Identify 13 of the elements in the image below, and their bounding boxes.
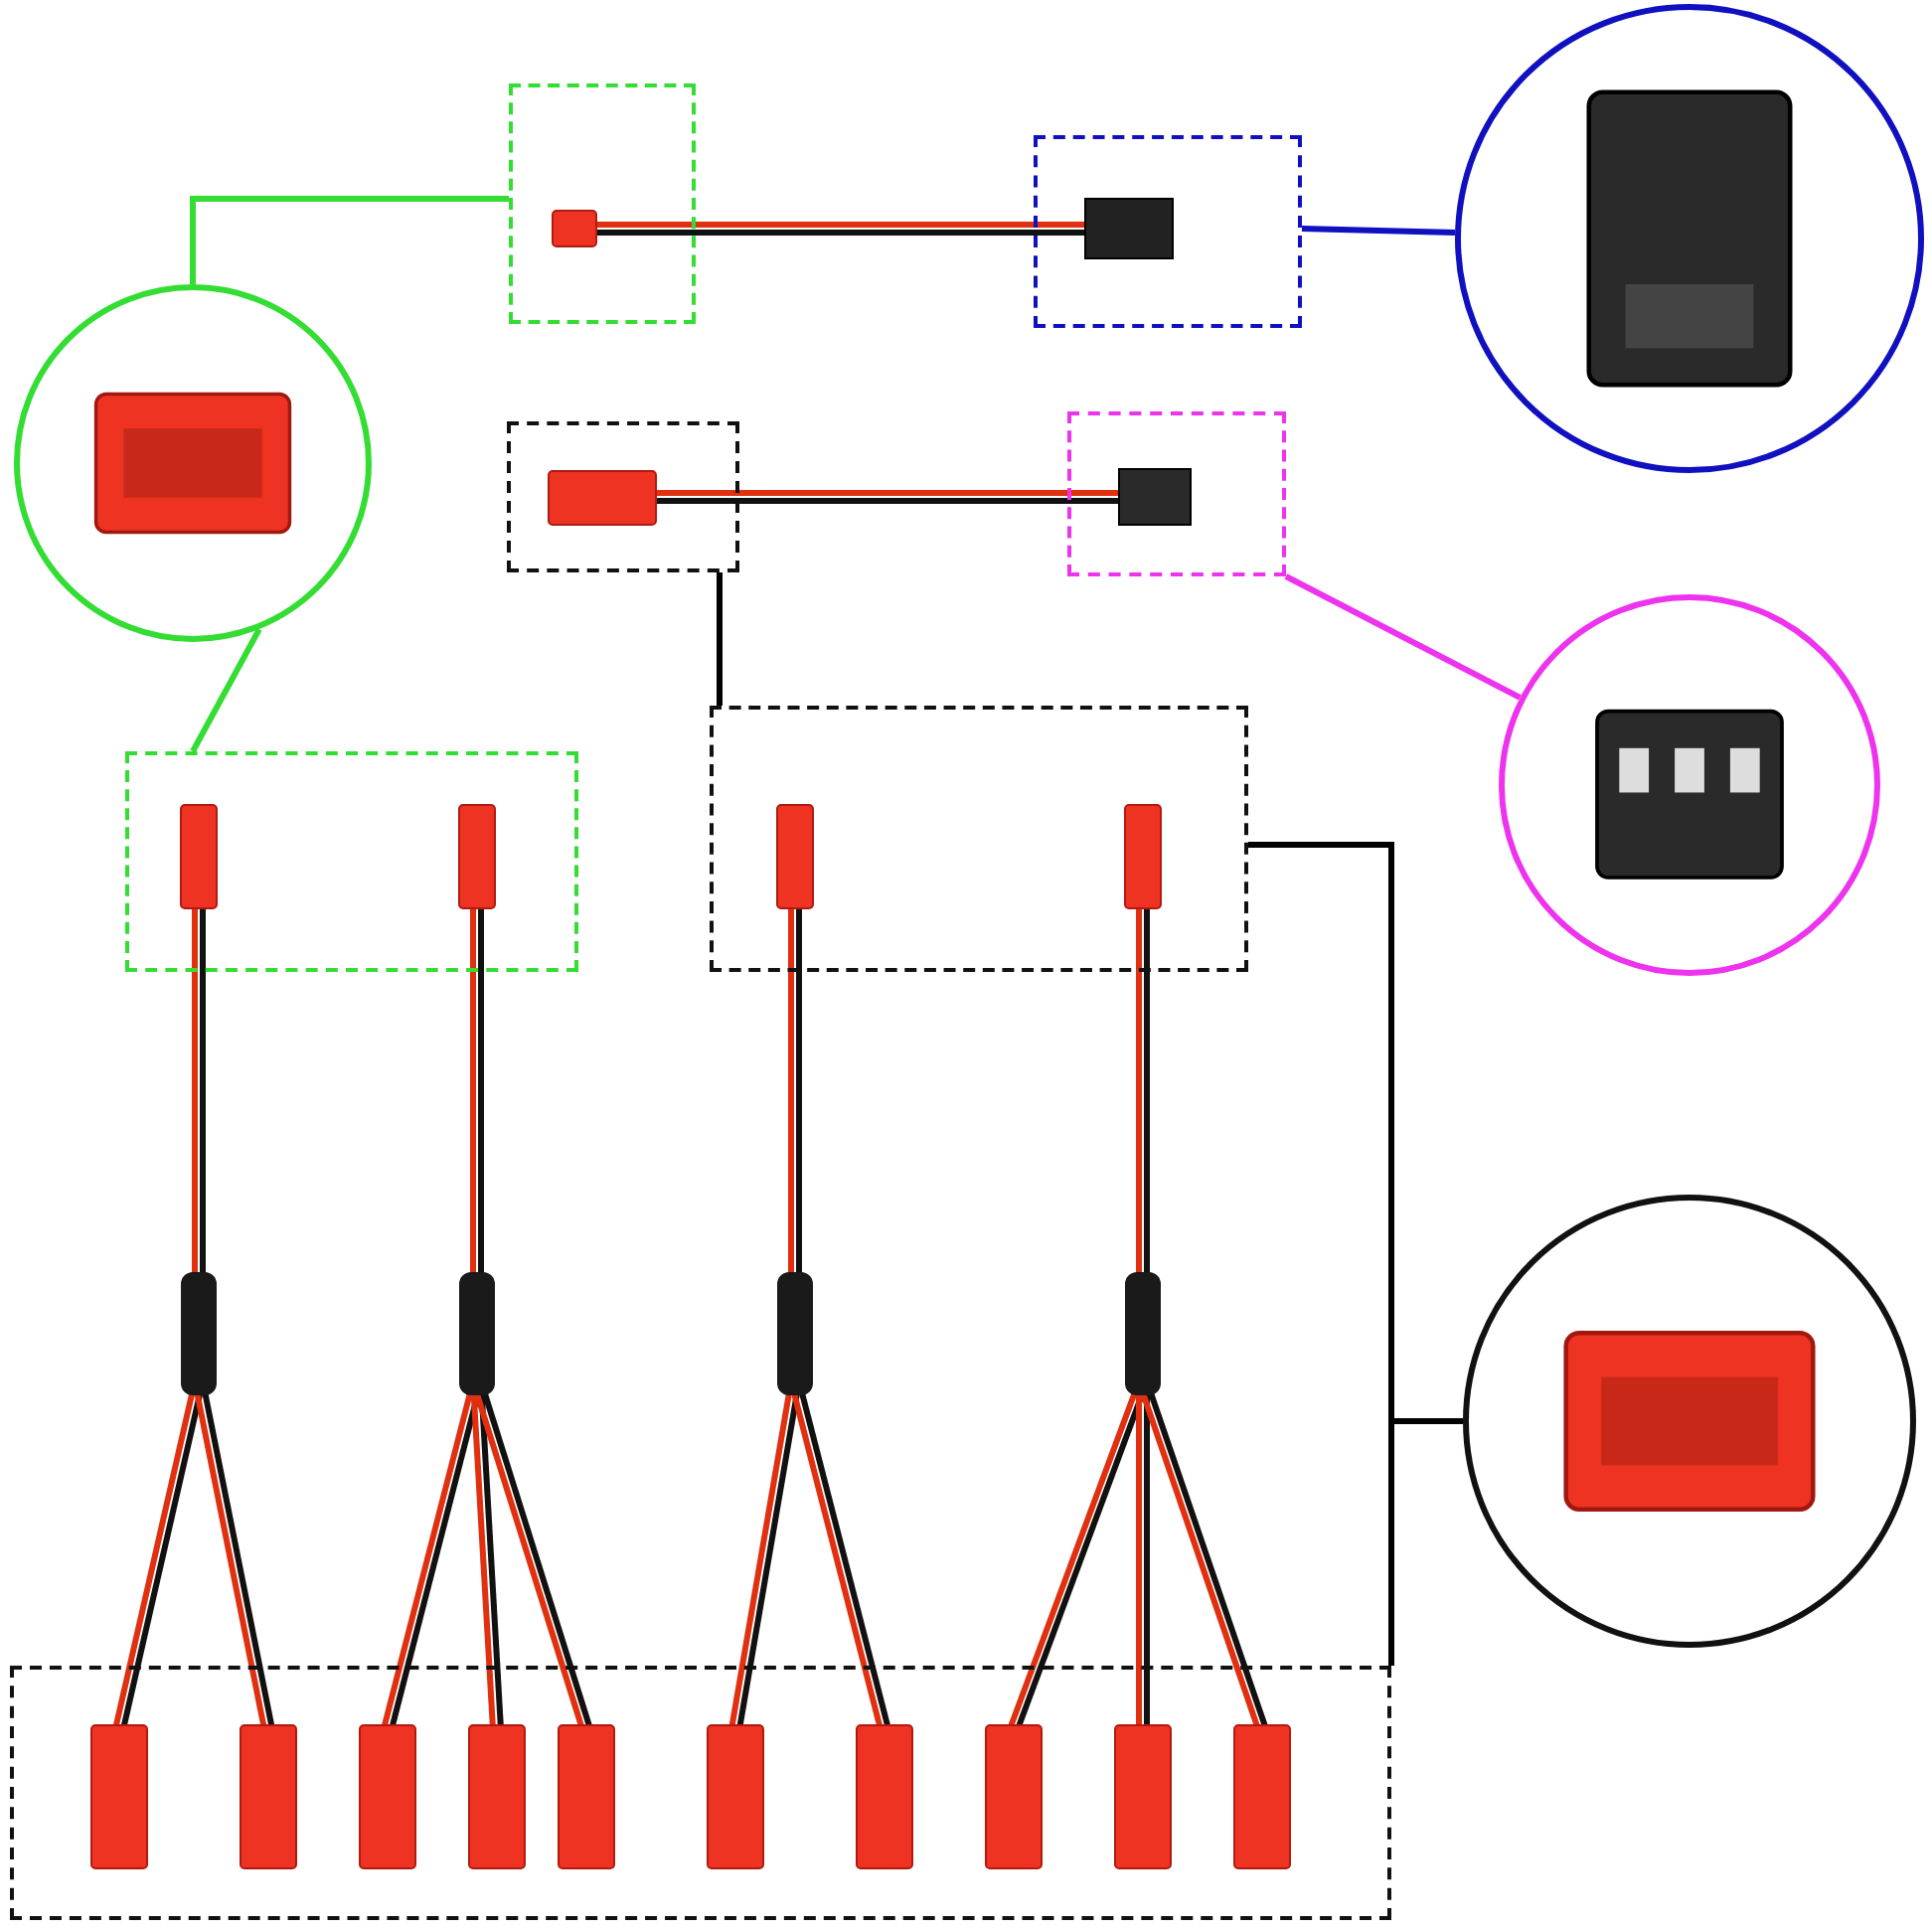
highlight-box (1067, 411, 1286, 576)
highlight-box (125, 751, 578, 972)
leader-line (1388, 1418, 1463, 1666)
highlight-box (10, 1666, 1391, 1920)
highlight-box (507, 421, 739, 572)
leader-line (717, 572, 723, 706)
leader-line (1301, 226, 1456, 236)
highlight-box (1034, 135, 1302, 328)
leader-line (190, 196, 509, 284)
leader-line (190, 627, 262, 753)
highlight-box (509, 83, 696, 324)
highlight-box (710, 706, 1248, 972)
leader-line (1284, 573, 1522, 701)
